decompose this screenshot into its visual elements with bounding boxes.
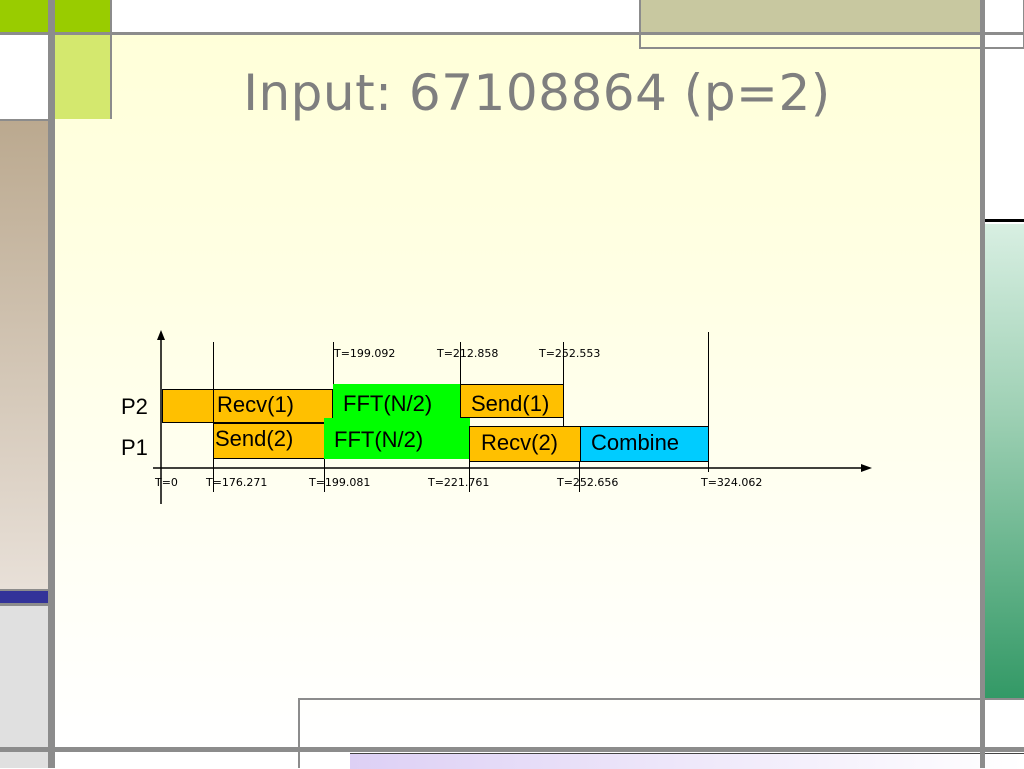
p1-send-block: Send(2)	[213, 423, 325, 459]
decor-lavender-block	[350, 753, 1024, 769]
top-time-label-1: T=199.092	[334, 347, 396, 360]
bottom-time-label-3: T=199.081	[309, 476, 371, 489]
decor-navy-block	[0, 591, 48, 603]
y-axis-arrowhead	[157, 330, 165, 340]
decor-green-block	[985, 224, 1024, 698]
frame-line-right	[980, 0, 985, 768]
p2-recv-label: Recv(1)	[217, 392, 295, 417]
p2-wait-block	[162, 389, 214, 423]
marker-line-t324	[708, 332, 709, 472]
p1-send-label: Send(2)	[215, 426, 294, 451]
frame-line-left-thin-1	[0, 119, 48, 121]
p1-fft-block: FFT(N/2)	[324, 418, 470, 459]
p2-send-block: Send(1)	[460, 384, 564, 418]
top-time-label-3: T=252.553	[539, 347, 601, 360]
bottom-time-label-6: T=324.062	[701, 476, 763, 489]
frame-line-left	[48, 0, 55, 768]
p2-recv-block: Recv(1)	[213, 389, 333, 423]
p2-send-label: Send(1)	[471, 391, 550, 416]
slide-title: Input: 67108864 (p=2)	[243, 64, 831, 122]
frame-box-bottom-outline	[298, 698, 1024, 768]
decor-lime-block	[0, 0, 110, 32]
decor-olive-block	[640, 0, 980, 32]
bottom-time-label-2: T=176.271	[206, 476, 268, 489]
p1-fft-label: FFT(N/2)	[334, 427, 424, 452]
decor-lime-square	[55, 35, 110, 119]
x-axis-arrowhead	[861, 464, 872, 472]
p2-fft-label: FFT(N/2)	[343, 391, 433, 416]
frame-line-right-black	[985, 219, 1024, 222]
frame-line-top-left-v	[110, 0, 112, 119]
p1-combine-block: Combine	[580, 426, 709, 462]
p1-recv-label: Recv(2)	[481, 430, 559, 455]
decor-gray-block	[0, 606, 48, 768]
row-label-p2: P2	[121, 394, 148, 419]
frame-line-left-thin-2	[0, 589, 48, 591]
frame-line-left-thin-3	[0, 603, 48, 606]
bottom-time-label-5: T=252.656	[557, 476, 619, 489]
frame-line-right-top	[985, 32, 1024, 35]
bottom-time-label-4: T=221.761	[428, 476, 490, 489]
p1-recv-block: Recv(2)	[469, 426, 581, 462]
bottom-time-label-1: T=0	[155, 476, 178, 489]
marker-line-t252-p1	[579, 440, 580, 492]
p2-fft-block: FFT(N/2)	[333, 384, 461, 426]
frame-line-bottom	[0, 747, 1024, 752]
row-label-p1: P1	[121, 435, 148, 460]
p1-combine-label: Combine	[591, 430, 680, 455]
frame-line-top	[0, 32, 1024, 35]
top-time-label-2: T=212.858	[437, 347, 499, 360]
decor-tan-block	[0, 121, 48, 589]
